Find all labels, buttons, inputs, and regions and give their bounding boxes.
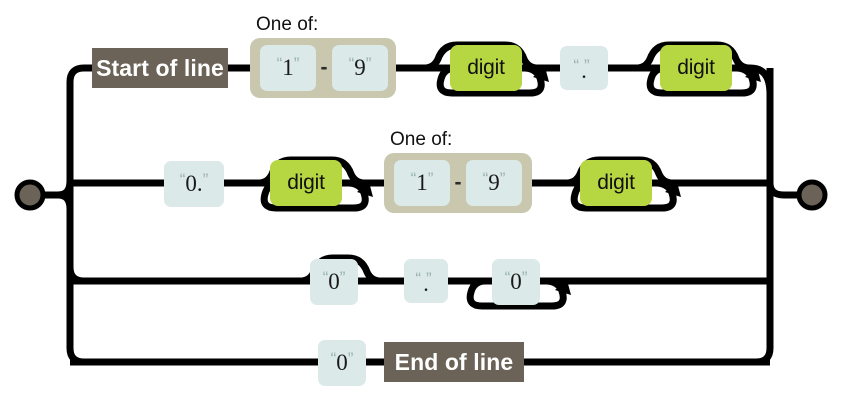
quote-open: “ bbox=[410, 169, 417, 188]
anchor-start-of-line-label: Start of line bbox=[96, 54, 224, 81]
quote-open: “ bbox=[330, 349, 337, 368]
nonterminal-label: digit bbox=[597, 171, 635, 194]
literal-value: 0 bbox=[328, 269, 340, 294]
start-point-dot bbox=[14, 179, 46, 211]
nonterminal-digit-r1a[interactable]: digit bbox=[450, 45, 522, 91]
literal-dot-r1[interactable]: “” . bbox=[560, 46, 608, 90]
range-separator-label: - bbox=[320, 56, 328, 79]
quote-close: ” bbox=[339, 268, 346, 287]
quote-open: “ bbox=[348, 54, 355, 73]
nonterminal-digit-r2a[interactable]: digit bbox=[270, 160, 342, 206]
quote-open: “ bbox=[179, 170, 186, 189]
literal-value: 0 bbox=[510, 269, 522, 294]
quote-close: ” bbox=[499, 169, 506, 188]
literal-value: 0. bbox=[185, 171, 203, 196]
range-separator-1: - bbox=[316, 45, 332, 91]
nonterminal-label: digit bbox=[677, 56, 715, 79]
quote-open: “ bbox=[322, 268, 329, 287]
nonterminal-label: digit bbox=[467, 56, 505, 79]
literal-dot-r3[interactable]: “” . bbox=[404, 259, 448, 303]
literal-1-range-start-2[interactable]: “1” bbox=[394, 160, 450, 206]
quote-close: ” bbox=[293, 54, 300, 73]
range-separator-2: - bbox=[450, 160, 466, 206]
literal-value: 1 bbox=[416, 170, 428, 195]
literal-value: 9 bbox=[488, 170, 500, 195]
nonterminal-digit-r2b[interactable]: digit bbox=[580, 160, 652, 206]
literal-0dot-r2[interactable]: “0.” bbox=[164, 161, 224, 207]
loop-arrowheads bbox=[357, 67, 761, 295]
literal-value: 1 bbox=[282, 55, 294, 80]
range-separator-label: - bbox=[454, 171, 462, 194]
quote-close: ” bbox=[521, 268, 528, 287]
literal-0-r4[interactable]: “0” bbox=[318, 340, 366, 386]
group-one-of-1-label: One of: bbox=[256, 14, 319, 35]
literal-9-range-end[interactable]: “9” bbox=[332, 45, 388, 91]
quote-close: ” bbox=[347, 349, 354, 368]
anchor-start-of-line[interactable]: Start of line bbox=[92, 48, 228, 88]
group-one-of-2-label: One of: bbox=[390, 129, 453, 150]
literal-value: 9 bbox=[354, 55, 366, 80]
literal-0-r3b[interactable]: “0” bbox=[492, 259, 540, 305]
literal-0-r3a[interactable]: “0” bbox=[310, 259, 358, 305]
quote-close: ” bbox=[365, 54, 372, 73]
anchor-end-of-line[interactable]: End of line bbox=[384, 342, 524, 382]
quote-close: ” bbox=[202, 170, 209, 189]
quote-open: “ bbox=[482, 169, 489, 188]
anchor-end-of-line-label: End of line bbox=[394, 348, 514, 375]
quote-open: “ bbox=[504, 268, 511, 287]
literal-1-range-start[interactable]: “1” bbox=[260, 45, 316, 91]
literal-value: . bbox=[581, 57, 587, 83]
quote-open: “ bbox=[276, 54, 283, 73]
literal-value: 0 bbox=[336, 350, 348, 375]
end-point-dot bbox=[796, 179, 828, 211]
literal-9-range-end-2[interactable]: “9” bbox=[466, 160, 522, 206]
nonterminal-digit-r1b[interactable]: digit bbox=[660, 45, 732, 91]
nonterminal-label: digit bbox=[287, 171, 325, 194]
quote-close: ” bbox=[427, 169, 434, 188]
literal-value: . bbox=[423, 270, 429, 296]
